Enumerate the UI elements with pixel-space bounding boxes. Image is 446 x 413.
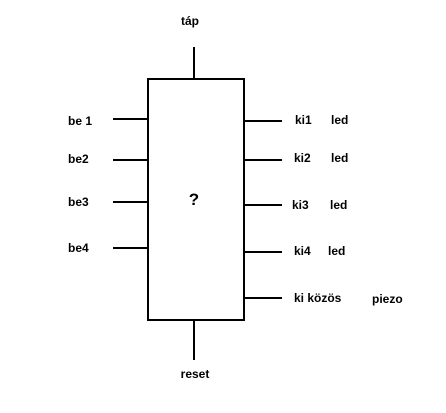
output-label-1: ki1 — [295, 113, 312, 127]
chip-box — [147, 78, 245, 321]
output-device-1: led — [331, 113, 348, 127]
output-device-2: led — [331, 151, 348, 165]
input-label-4: be4 — [68, 241, 89, 255]
output-label-4: ki4 — [294, 244, 311, 258]
input-label-2: be2 — [68, 152, 89, 166]
input-label-3: be3 — [68, 195, 89, 209]
output-label-2: ki2 — [294, 151, 311, 165]
output-device-3: led — [330, 198, 347, 212]
reset-label: reset — [181, 367, 210, 381]
chip-label: ? — [189, 190, 199, 209]
input-label-1: be 1 — [68, 114, 92, 128]
output-device-5: piezo — [372, 292, 403, 306]
power-label: táp — [181, 14, 199, 28]
output-device-4: led — [328, 244, 345, 258]
output-label-5: ki közös — [294, 291, 342, 305]
output-label-3: ki3 — [292, 198, 309, 212]
